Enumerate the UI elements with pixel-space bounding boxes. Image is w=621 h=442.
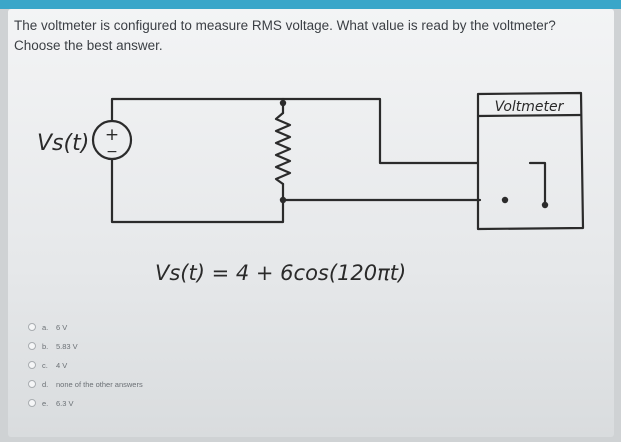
option-letter: b.	[42, 341, 49, 351]
option-text: 5.83 V	[56, 341, 78, 351]
option-letter: c.	[42, 360, 48, 370]
option-text: 6.3 V	[56, 398, 74, 408]
radio-a[interactable]	[28, 323, 36, 331]
option-text: 6 V	[56, 322, 68, 332]
question-instruction: Choose the best answer.	[14, 38, 163, 53]
question-text: The voltmeter is configured to measure R…	[14, 16, 594, 56]
option-letter: e.	[42, 398, 49, 408]
answer-options: a. 6 V b. 5.83 V c. 4 V d. none of the o…	[28, 318, 143, 413]
radio-e[interactable]	[28, 399, 36, 407]
question-line: The voltmeter is configured to measure R…	[14, 18, 556, 33]
option-c[interactable]: c. 4 V	[28, 356, 143, 374]
option-b[interactable]: b. 5.83 V	[28, 337, 143, 355]
option-text: none of the other answers	[56, 379, 143, 389]
option-d[interactable]: d. none of the other answers	[28, 375, 143, 393]
option-text: 4 V	[56, 360, 68, 370]
option-letter: d.	[42, 379, 49, 389]
option-letter: a.	[42, 322, 49, 332]
option-a[interactable]: a. 6 V	[28, 318, 143, 336]
option-e[interactable]: e. 6.3 V	[28, 394, 143, 412]
radio-b[interactable]	[28, 342, 36, 350]
top-accent-bar	[0, 0, 621, 9]
radio-c[interactable]	[28, 361, 36, 369]
radio-d[interactable]	[28, 380, 36, 388]
